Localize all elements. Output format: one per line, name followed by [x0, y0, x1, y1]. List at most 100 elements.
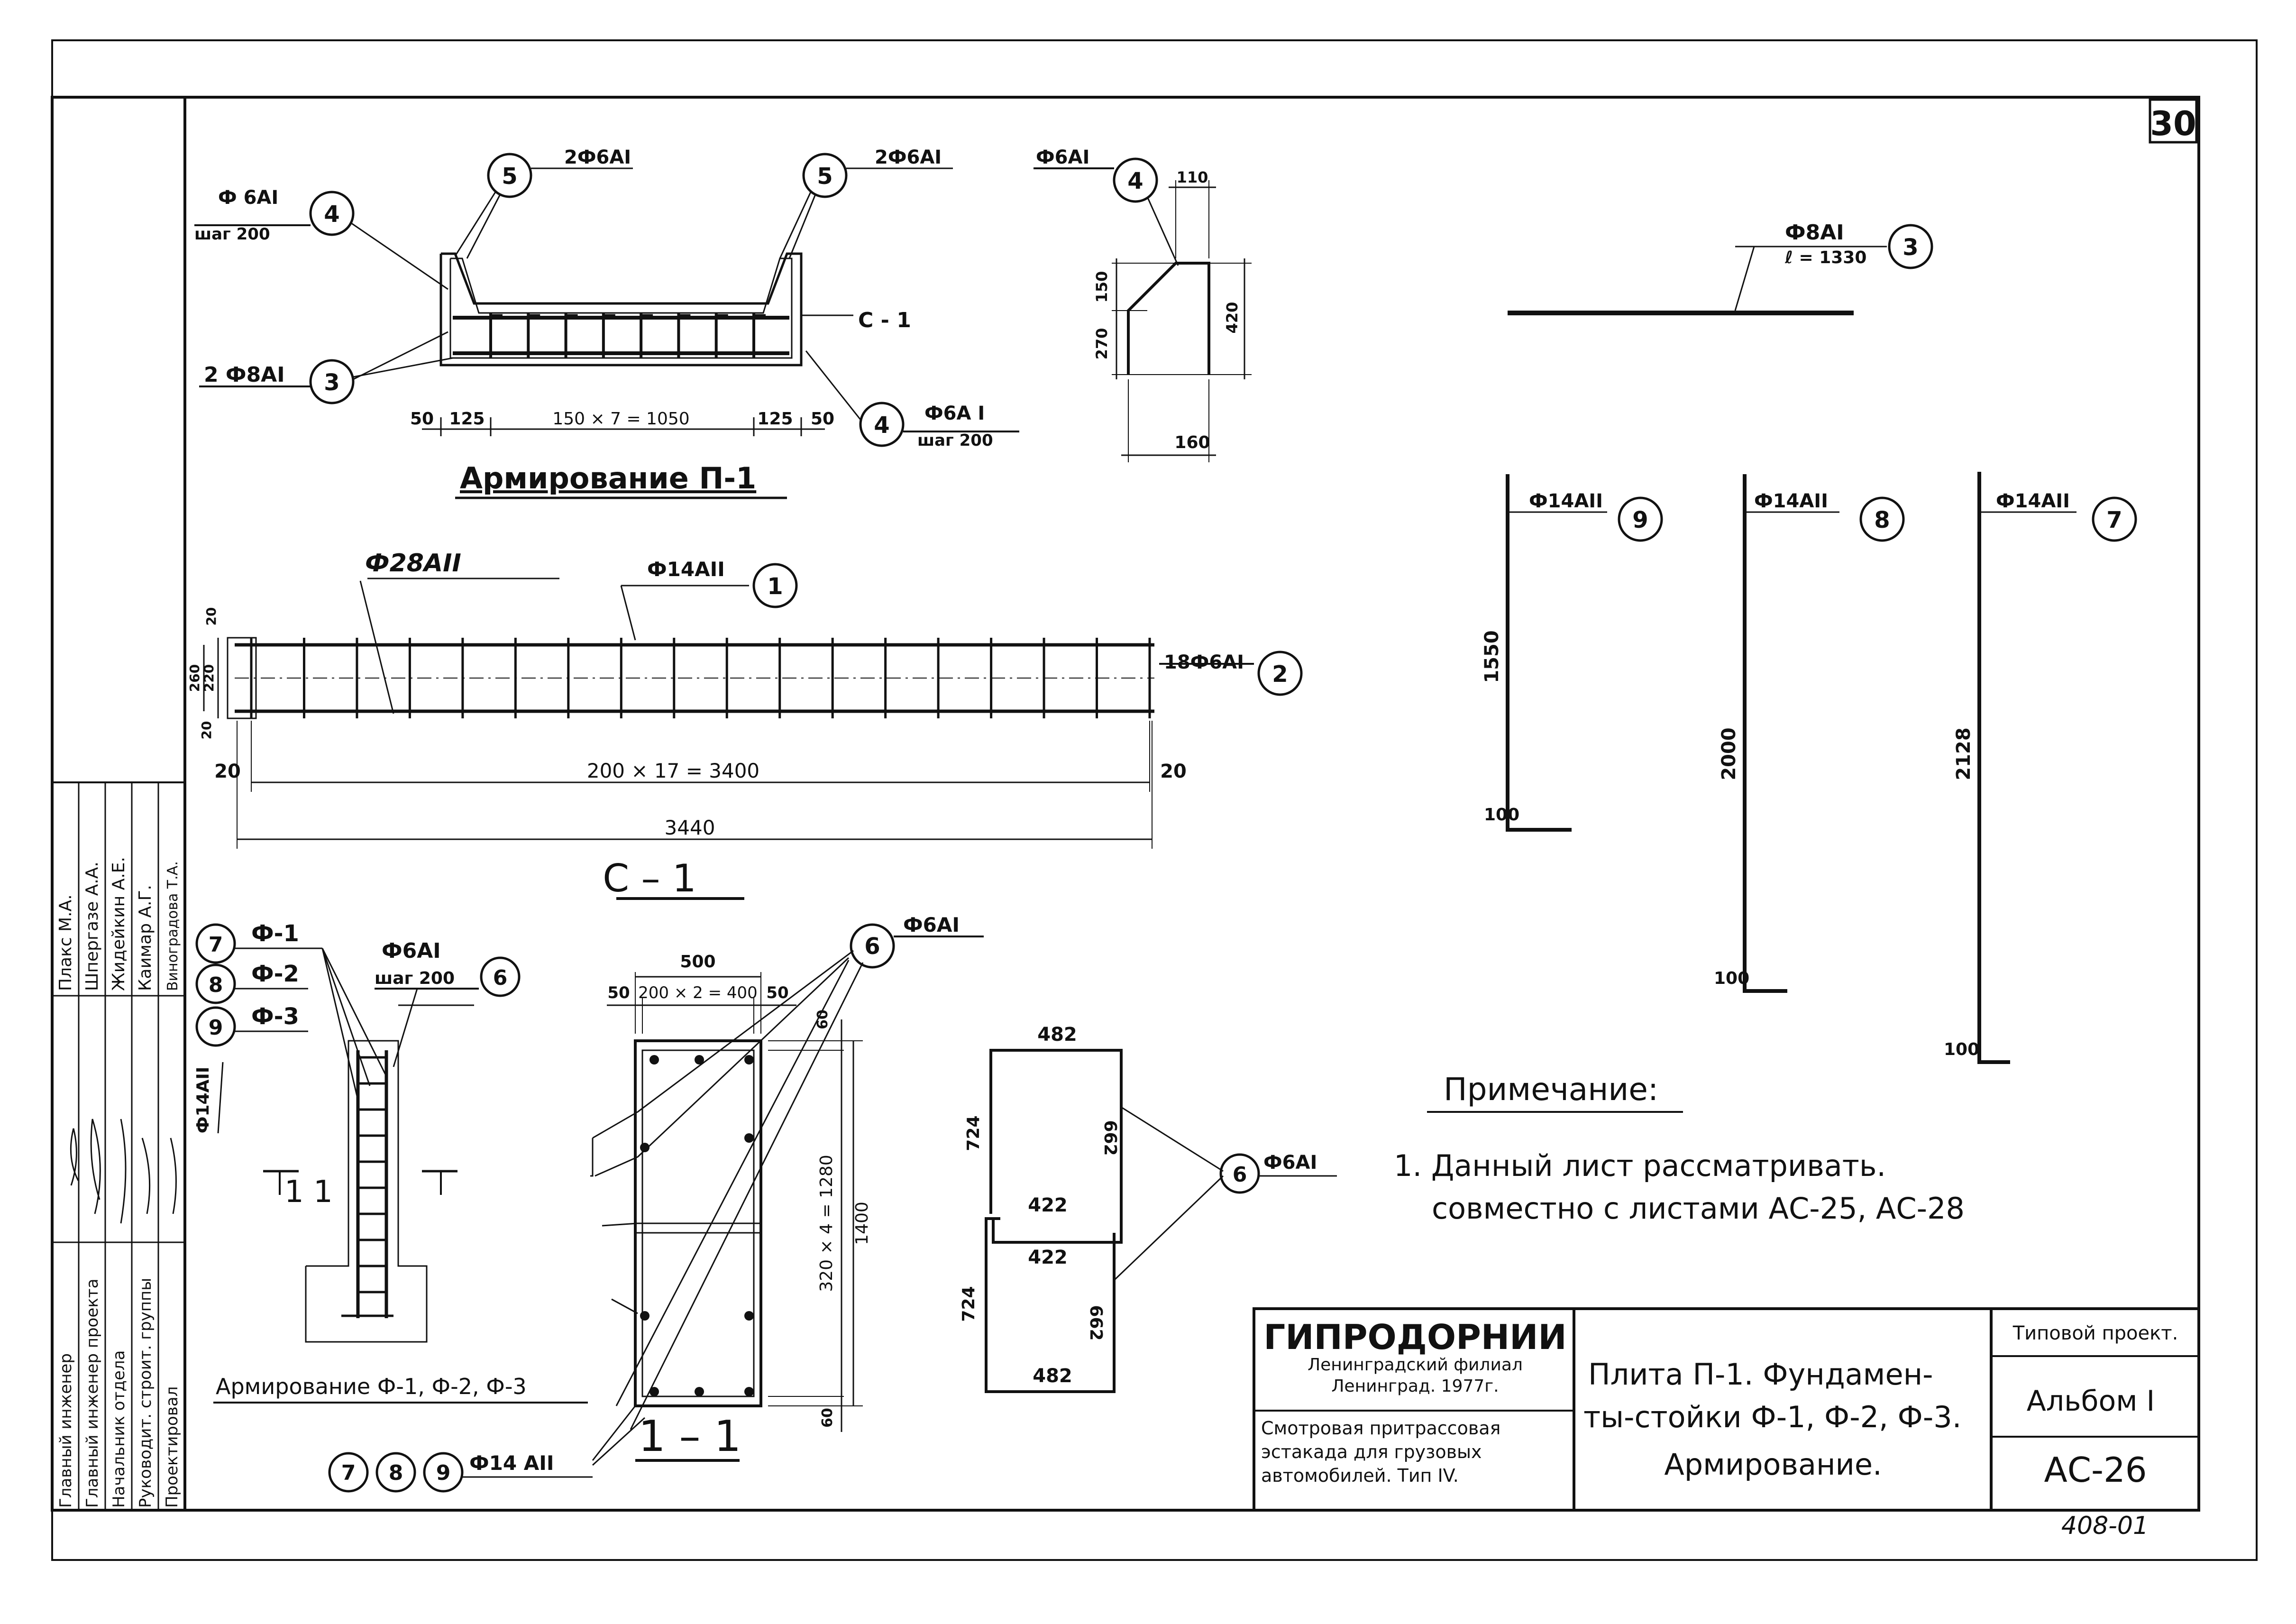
vertical-bars	[1506, 472, 2137, 1064]
p1-callout-5-right: 5	[817, 163, 832, 190]
stirrup-dim-482-top: 482	[1037, 1024, 1077, 1046]
p1-label-c1: С - 1	[858, 308, 911, 332]
stirrup-dim-662-top: 662	[1100, 1120, 1120, 1156]
bar4-detail-drawing	[1034, 157, 1252, 462]
tb-title-2: ты-стойки Ф-1, Ф-2, Ф-3.	[1583, 1400, 1961, 1434]
f-cut-label: 1 1	[284, 1174, 333, 1210]
f-label-6-step: шаг 200	[375, 969, 455, 988]
f-legend-8-text: Ф-2	[251, 961, 299, 987]
f-callout-6: 6	[493, 966, 508, 990]
bar8-label: Ф14АII	[1754, 490, 1828, 512]
stirrup-dim-724-top: 724	[964, 1115, 983, 1151]
tb-org: ГИПРОДОРНИИ	[1263, 1317, 1566, 1357]
bar4-dim-110: 110	[1177, 168, 1208, 186]
title-block	[1253, 1307, 2200, 1512]
p1-callout-5-left: 5	[502, 163, 517, 190]
stirrup-detail-drawing	[985, 1049, 1337, 1393]
c1-dim-220: 220	[201, 664, 217, 692]
p1-label-4-bottom-step: шаг 200	[917, 431, 993, 450]
c1-label-28: Ф28АII	[365, 549, 461, 578]
bar3-length: ℓ = 1330	[1784, 248, 1866, 267]
sig-role-5: Проектировал	[163, 1386, 182, 1508]
f-title: Армирование Ф-1, Ф-2, Ф-3	[216, 1374, 527, 1399]
bar4-dim-270: 270	[1093, 328, 1111, 360]
s11-callout-6: 6	[864, 933, 880, 960]
outer-frame	[51, 39, 2258, 1561]
s11-label-bottom: Ф14 АII	[469, 1451, 554, 1475]
c1-dim-20-right: 20	[1160, 761, 1187, 782]
bar4-dim-150: 150	[1093, 271, 1111, 303]
c1-label-2: 18Ф6АI	[1164, 651, 1244, 673]
bar8-callout: 8	[1874, 507, 1890, 533]
bar7-foot: 100	[1944, 1040, 1979, 1059]
bar4-dim-160: 160	[1174, 433, 1210, 452]
tb-title-3: Армирование.	[1664, 1447, 1882, 1482]
f-legend-9-mark: 9	[209, 1016, 223, 1040]
sig-name-4: Каимар А.Г.	[136, 885, 155, 991]
p1-dim-4: 125	[757, 409, 793, 429]
s11-dim-60-top: 60	[814, 1009, 831, 1029]
p1-callout-4-top: 4	[324, 201, 339, 228]
p1-callouts	[194, 153, 1019, 447]
c1-title: С – 1	[603, 856, 696, 900]
tb-city-year: Ленинград. 1977г.	[1331, 1376, 1499, 1396]
bar4-label: Ф6АI	[1036, 147, 1089, 168]
stirrup-dim-724-bottom: 724	[959, 1286, 979, 1321]
stirrup-callout-6: 6	[1233, 1163, 1247, 1187]
s11-dim-50-right: 50	[766, 983, 788, 1002]
c1-dim-20-top: 20	[203, 607, 219, 626]
s11-callout-8: 8	[389, 1461, 403, 1485]
bar7-height: 2128	[1953, 727, 1975, 780]
inventory-number: 408-01	[2061, 1512, 2149, 1540]
stirrup-dim-422-b: 422	[1028, 1247, 1068, 1268]
s11-callout-9: 9	[436, 1461, 451, 1485]
s11-dim-400: 200 × 2 = 400	[638, 983, 758, 1002]
s11-callout-7: 7	[341, 1461, 356, 1485]
c1-callout-2: 2	[1272, 661, 1288, 688]
s11-dim-1400: 1400	[852, 1202, 872, 1245]
bar9-foot: 100	[1484, 805, 1519, 825]
p1-dim-1: 50	[410, 409, 434, 429]
c1-dim-260: 260	[187, 664, 202, 692]
page-number-box: 30	[2149, 98, 2198, 144]
s11-dim-1280: 320 × 4 = 1280	[817, 1155, 836, 1292]
p1-dim-5: 50	[811, 409, 834, 429]
f-label-6: Ф6АI	[382, 939, 441, 963]
stirrup-dim-422-a: 422	[1028, 1194, 1068, 1216]
f-legend-7-text: Ф-1	[251, 920, 299, 947]
p1-callout-4-bottom: 4	[874, 412, 889, 439]
bar9-height: 1550	[1481, 630, 1503, 683]
p1-title: Армирование П-1	[460, 461, 756, 495]
c1-callout-1: 1	[767, 573, 783, 600]
p1-section-drawing	[422, 252, 825, 436]
s11-dim-500: 500	[680, 952, 715, 972]
bar8-height: 2000	[1718, 727, 1740, 780]
sig-name-5: Виноградова Т.А.	[165, 861, 181, 991]
c1-dim-20-bottom: 20	[199, 721, 214, 740]
s11-dim-50-left: 50	[607, 983, 630, 1002]
sig-role-2: Главный инженер проекта	[83, 1279, 102, 1508]
p1-label-4-top: Ф 6АI	[218, 187, 278, 209]
f-legend-7-mark: 7	[209, 933, 223, 957]
p1-label-4-step: шаг 200	[194, 225, 270, 244]
tb-album: Альбом I	[2027, 1385, 2155, 1418]
c1-mesh-drawing	[203, 563, 1303, 849]
notes-heading: Примечание:	[1444, 1071, 1658, 1108]
c1-dim-20-left: 20	[214, 761, 241, 782]
sig-role-3: Начальник отдела	[110, 1350, 128, 1508]
tb-desc-3: автомобилей. Тип IV.	[1261, 1465, 1459, 1486]
c1-label-1: Ф14АII	[647, 558, 725, 581]
section-11-drawing	[328, 923, 984, 1493]
sig-role-1: Главный инженер	[56, 1353, 75, 1508]
sig-name-1: Плакс М.А.	[56, 894, 75, 991]
bar9-callout: 9	[1632, 507, 1648, 533]
f-legend-9-text: Ф-3	[251, 1003, 299, 1030]
bar7-callout: 7	[2106, 507, 2122, 533]
tb-sheet-code: АС-26	[2044, 1450, 2147, 1490]
tb-branch: Ленинградский филиал	[1308, 1355, 1523, 1375]
sig-name-2: Шпергазе А.А.	[82, 862, 102, 991]
f-side-label: Ф14АII	[193, 1067, 213, 1133]
c1-dim-span: 200 × 17 = 3400	[587, 759, 759, 782]
page-number: 30	[2150, 104, 2196, 143]
